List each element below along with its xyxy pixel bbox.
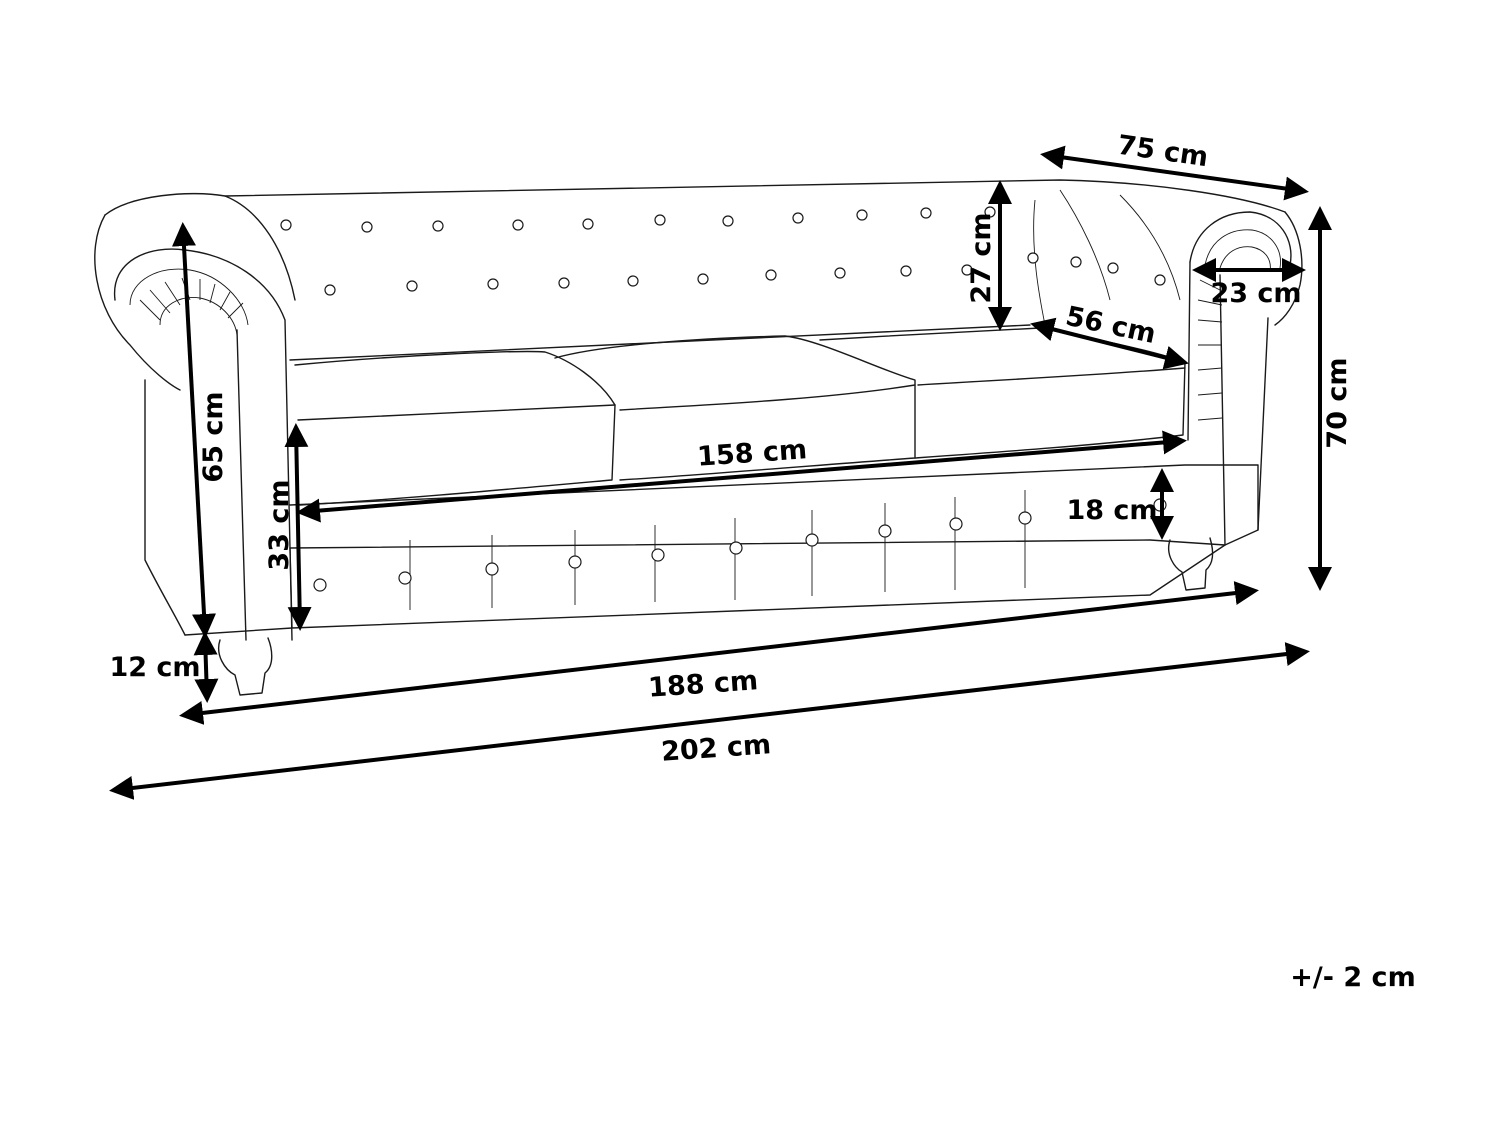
seat-width-label: 158 cm bbox=[696, 434, 808, 473]
seat-width-arrow bbox=[296, 430, 1187, 523]
seat-depth-arrow bbox=[1030, 317, 1189, 370]
arm-height-label: 65 cm bbox=[198, 391, 229, 482]
armrest-width-label: 23 cm bbox=[1210, 278, 1301, 309]
arm-height-arrow bbox=[171, 222, 217, 638]
leg-height-arrow bbox=[193, 631, 219, 703]
backrest-height-label: 27 cm bbox=[966, 212, 997, 303]
total-width-label: 202 cm bbox=[660, 729, 772, 768]
sofa-drawing bbox=[94, 179, 1303, 696]
dimension-labels: 75 cm 23 cm 70 cm 27 cm 56 cm 65 cm 158 … bbox=[109, 130, 1415, 993]
inner-width-label: 188 cm bbox=[647, 665, 759, 704]
seat-height-arrow bbox=[284, 423, 312, 631]
total-width-arrow bbox=[109, 642, 1310, 800]
depth-top-arrow bbox=[1040, 145, 1309, 201]
leg-height-label: 12 cm bbox=[109, 652, 200, 683]
tolerance-note: +/- 2 cm bbox=[1290, 962, 1415, 993]
total-height-label: 70 cm bbox=[1322, 357, 1353, 448]
seat-height-label: 33 cm bbox=[264, 479, 295, 570]
dimension-arrows bbox=[109, 145, 1332, 800]
base-height-label: 18 cm bbox=[1066, 495, 1157, 526]
